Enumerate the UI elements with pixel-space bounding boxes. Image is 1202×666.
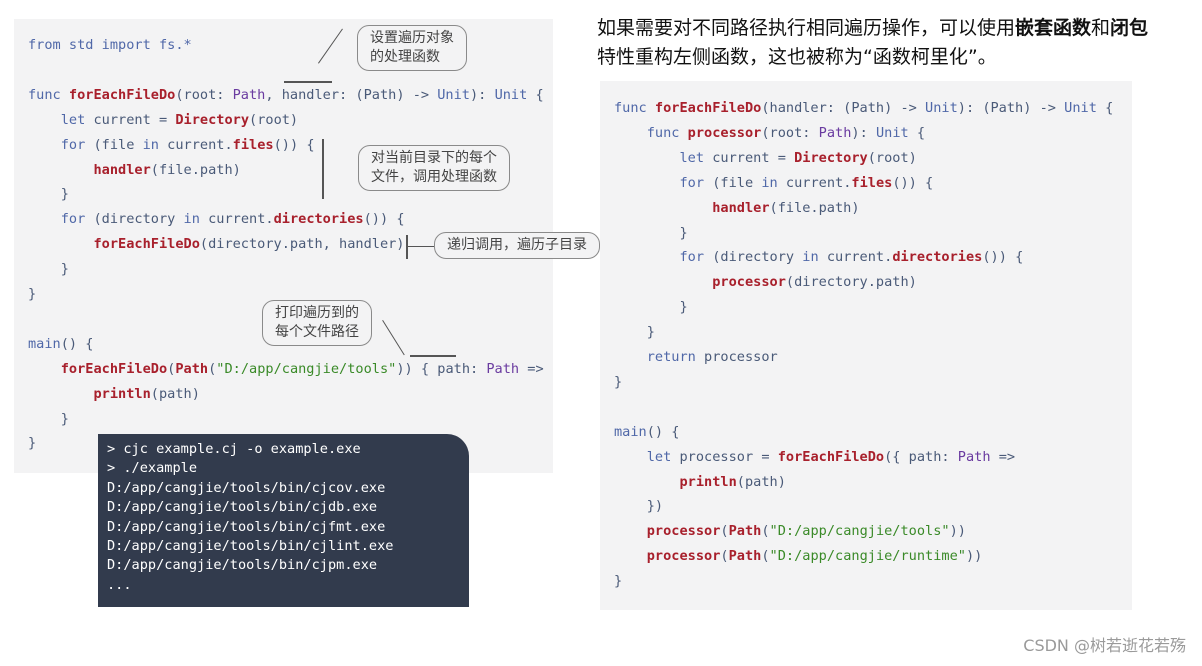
handler-annotation: 设置遍历对象 的处理函数: [357, 25, 467, 71]
heading-text: 和: [1091, 17, 1111, 39]
code-line: println(path): [679, 473, 786, 490]
code-line: handler(file.path): [712, 199, 860, 216]
print-annotation: 打印遍历到的 每个文件路径: [262, 300, 372, 346]
terminal-line: ...: [107, 576, 132, 593]
code-line: forEachFileDo(Path("D:/app/cangjie/tools…: [60, 360, 544, 377]
code-line: func forEachFileDo(root: Path, handler: …: [28, 86, 544, 103]
terminal-line: D:/app/cangjie/tools/bin/cjcov.exe: [107, 479, 386, 496]
code-line: }: [28, 186, 69, 203]
handler-connector: [284, 81, 332, 83]
code-line: }): [614, 498, 664, 515]
code-line: }: [614, 573, 623, 590]
code-line: }: [614, 299, 688, 316]
code-line: let current = Directory(root): [60, 111, 299, 128]
code-line: }: [28, 435, 37, 452]
code-line: for (file in current.files()) {: [60, 136, 315, 153]
terminal-line: D:/app/cangjie/tools/bin/cjdb.exe: [107, 499, 378, 516]
code-line: }: [614, 373, 623, 390]
recursion-connector-h: [407, 246, 434, 247]
code-line: }: [614, 324, 655, 341]
terminal-line: > cjc example.cj -o example.exe: [107, 441, 361, 457]
code-line: func processor(root: Path): Unit {: [646, 124, 926, 141]
code-line: main() {: [614, 423, 680, 440]
code-line: return processor: [646, 349, 778, 365]
description-heading: 如果需要对不同路径执行相同遍历操作，可以使用嵌套函数和闭包特性重构左侧函数，这也…: [597, 14, 1157, 72]
terminal-output: > cjc example.cj -o example.exe > ./examp…: [98, 434, 469, 607]
code-line: handler(file.path): [93, 161, 241, 178]
files-connector: [322, 139, 324, 199]
recursion-connector: [406, 235, 408, 259]
terminal-line: D:/app/cangjie/tools/bin/cjlint.exe: [107, 538, 394, 554]
code-line: let current = Directory(root): [679, 149, 917, 166]
code-line: let processor = forEachFileDo({ path: Pa…: [646, 448, 1016, 465]
code-line: }: [28, 410, 69, 427]
code-line: processor(Path("D:/app/cangjie/tools")): [646, 523, 966, 540]
code-line: func forEachFileDo(handler: (Path) -> Un…: [614, 100, 1114, 116]
code-line: from std import fs.*: [28, 37, 192, 53]
code-line: main() {: [28, 335, 94, 352]
code-line: processor(Path("D:/app/cangjie/runtime")…: [646, 548, 983, 565]
heading-bold-term: 嵌套函数: [1015, 17, 1092, 39]
print-connector: [410, 355, 456, 357]
recursion-annotation: 递归调用，遍历子目录: [434, 232, 600, 259]
heading-text: 如果需要对不同路径执行相同遍历操作，可以使用: [597, 17, 1016, 39]
terminal-line: D:/app/cangjie/tools/bin/cjpm.exe: [107, 557, 378, 574]
code-line: for (directory in current.directories())…: [60, 211, 405, 228]
heading-bold-term: 闭包: [1110, 17, 1149, 39]
heading-text: 特性重构左侧函数，这也被称为“函数柯里化”。: [597, 46, 997, 68]
terminal-line: > ./example: [107, 460, 198, 477]
code-line: }: [28, 286, 37, 302]
code-line: for (file in current.files()) {: [679, 174, 934, 191]
code-line: processor(directory.path): [712, 274, 917, 291]
code-line: println(path): [93, 385, 200, 402]
code-line: forEachFileDo(directory.path, handler): [93, 236, 405, 253]
code-line: }: [28, 261, 69, 278]
files-annotation: 对当前目录下的每个 文件，调用处理函数: [358, 145, 510, 191]
code-line: }: [614, 224, 688, 241]
right-code-block: func forEachFileDo(handler: (Path) -> Un…: [600, 81, 1132, 610]
watermark: CSDN @树若逝花若殇: [1023, 636, 1186, 655]
code-line: for (directory in current.directories())…: [679, 249, 1024, 266]
terminal-line: D:/app/cangjie/tools/bin/cjfmt.exe: [107, 518, 386, 535]
